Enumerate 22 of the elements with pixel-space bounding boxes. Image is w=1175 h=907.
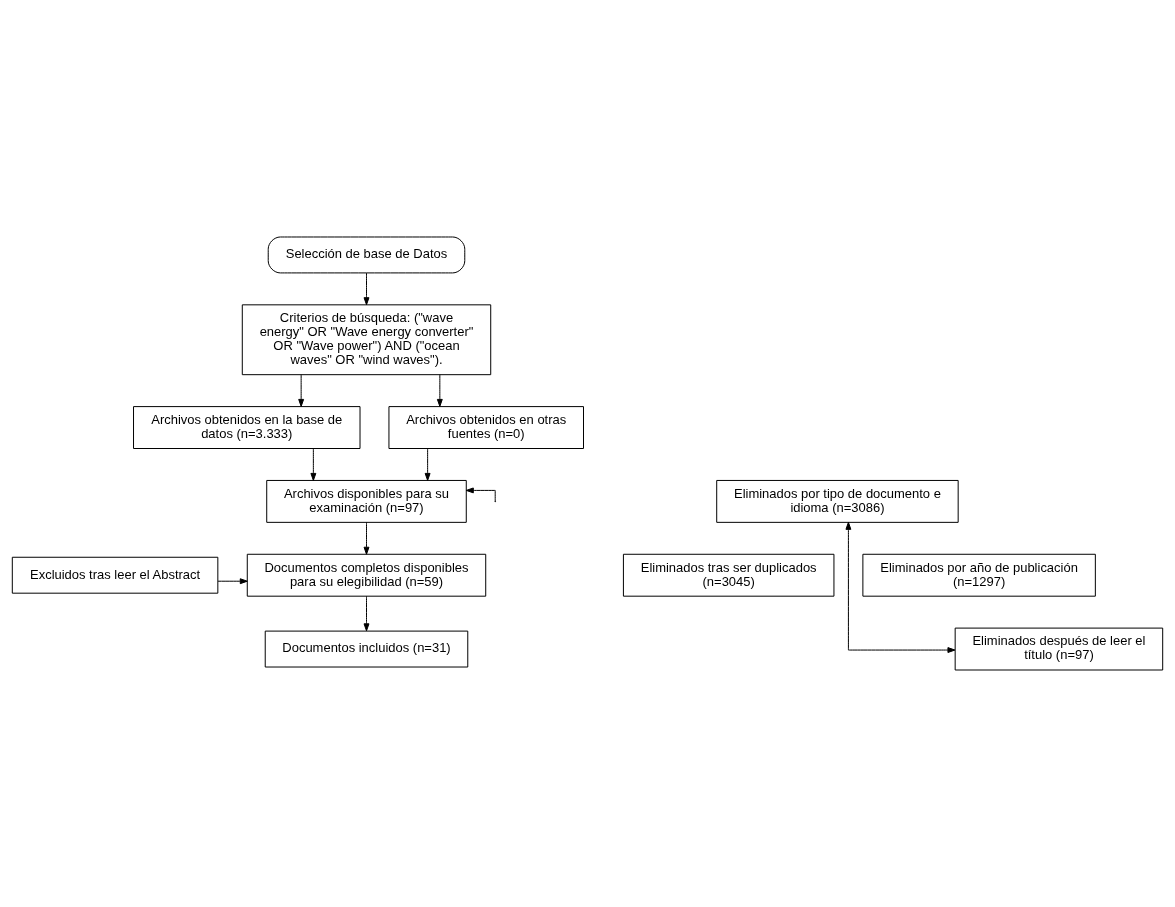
node-box: Eliminados por año de publicación (n=1297) bbox=[862, 553, 1096, 597]
arrow bbox=[298, 374, 305, 407]
arrow bbox=[845, 521, 956, 653]
node-box: Excluidos tras leer el Abstract bbox=[11, 556, 219, 594]
node-box: Eliminados tras ser duplicados (n=3045) bbox=[622, 553, 835, 597]
node-box: Archivos disponibles para su examinación (n=97) bbox=[266, 479, 467, 523]
arrow bbox=[217, 578, 248, 585]
node-box: Archivos obtenidos en la base de datos (n=3.333) bbox=[133, 406, 361, 449]
arrow bbox=[363, 272, 370, 306]
arrow bbox=[363, 521, 370, 555]
node-box: Selección de base de Datos bbox=[267, 236, 466, 274]
arrow bbox=[436, 374, 443, 407]
arrow bbox=[465, 487, 496, 502]
node-box: Eliminados por tipo de documento e idioma (n=3086) bbox=[716, 479, 959, 523]
arrow bbox=[310, 448, 317, 481]
arrow bbox=[363, 595, 370, 632]
arrow bbox=[424, 448, 431, 481]
node-box: Documentos completos disponibles para su elegibilidad (n=59) bbox=[246, 553, 487, 597]
node-box: Documentos incluidos (n=31) bbox=[264, 630, 469, 668]
node-box: Criterios de búsqueda: ("wave energy" OR "Wave energy converter" OR "Wave power") AND ("ocean waves" OR "wind waves"). bbox=[241, 304, 492, 376]
node-box: Archivos obtenidos en otras fuentes (n=0) bbox=[388, 406, 584, 449]
node-box: Eliminados después de leer el título (n=97) bbox=[954, 627, 1164, 671]
